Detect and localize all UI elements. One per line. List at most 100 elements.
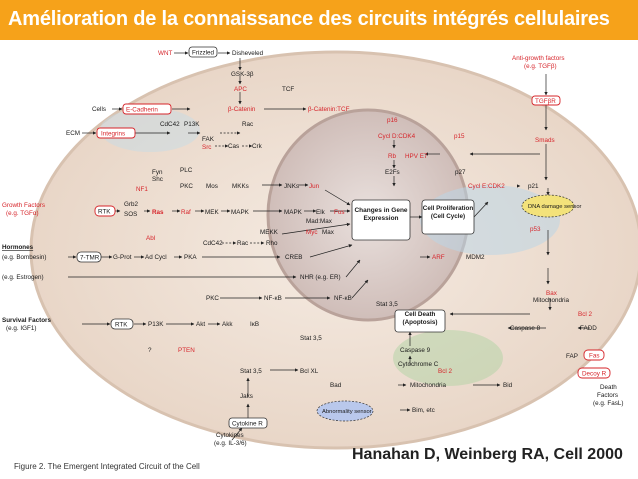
node-pkc-mid: PKC [180, 183, 193, 190]
node-rac-mid: Rac [237, 240, 248, 247]
node-survival-eg: (e.g. IGF1) [6, 325, 36, 332]
node-mapk: MAPK [231, 209, 250, 216]
node-myc: Myc [306, 229, 318, 236]
node-p27: p27 [455, 169, 466, 176]
node-celldeath-box [394, 309, 446, 333]
node-nf1: NF1 [136, 186, 148, 193]
node-tmr: 7-TMR [80, 255, 100, 262]
node-decoyr: Decoy R [582, 371, 607, 378]
node-cellprolif: Cell Proliferation (Cell Cycle) [422, 205, 474, 220]
node-bclxl: Bcl XL [300, 368, 319, 375]
node-bcl2-low: Bcl 2 [438, 368, 452, 375]
slide-title: Amélioration de la connaissance des circ… [8, 8, 610, 30]
node-fap: FAP [566, 353, 578, 360]
node-cells: Cells [92, 106, 106, 113]
node-disheveled: Disheveled [232, 50, 264, 57]
node-bcatenin: β-Catenin [228, 106, 256, 113]
node-abl: Abl [146, 235, 155, 242]
node-fasl: (e.g. FasL) [593, 400, 623, 407]
node-cytokines: Cytokines [216, 432, 244, 439]
node-hormones: Hormones [2, 244, 34, 251]
node-madmax: Mad:Max [306, 218, 333, 225]
node-ras: Ras [152, 209, 164, 216]
node-growth: Growth Factors [2, 202, 45, 209]
node-fas: Fas [589, 353, 600, 360]
node-rtk2: RTK [115, 322, 128, 329]
node-pten: PTEN [178, 347, 195, 354]
node-p13k-top: P13K [184, 121, 200, 128]
node-smads: Smads [535, 137, 555, 144]
node-abnormality-bg [316, 400, 374, 422]
node-mito-low: Mitochondria [410, 382, 447, 389]
node-mapk2: MAPK [284, 209, 303, 216]
node-elk: Elk [316, 209, 326, 216]
figure-caption: Figure 2. The Emergent Integrated Circui… [14, 462, 200, 471]
node-mekk: MEKK [260, 229, 279, 236]
node-bad: Bad [330, 382, 342, 389]
node-stat35-c: Stat 3,5 [240, 368, 262, 375]
node-stat35-a: Stat 3,5 [376, 301, 398, 308]
node-max: Max [322, 229, 335, 236]
node-nfkb2: NF-κB [334, 295, 352, 302]
node-grb2: Grb2 [124, 201, 138, 208]
node-akt: Akt [196, 321, 205, 328]
node-growth-eg: (e.g. TGFα) [6, 210, 39, 217]
node-gprot: G-Prot [113, 254, 132, 261]
node-tcf-top: TCF [282, 86, 294, 93]
node-raf: Raf [181, 209, 191, 216]
node-cytokines-eg: (e.g. IL-3/6) [214, 440, 247, 447]
node-rtk2-box [110, 318, 134, 330]
node-p21: p21 [528, 183, 539, 190]
node-abnormality: Abnormality sensor [322, 409, 372, 415]
node-rtk1: RTK [98, 209, 111, 216]
node-antigrowth-eg: (e.g. TGFβ) [524, 63, 557, 70]
node-ecadherin: E-Cadherin [126, 107, 158, 114]
node-fak: FAK [202, 136, 215, 143]
node-mek: MEK [205, 209, 219, 216]
node-src: Src [202, 144, 211, 151]
node-integrins: Integrins [101, 131, 125, 138]
connections [68, 51, 602, 441]
node-rac-top: Rac [242, 121, 253, 128]
node-q: ? [148, 347, 152, 354]
node-ecadherin-box [122, 103, 172, 115]
node-estrogen: (e.g. Estrogen) [2, 274, 44, 281]
node-p15: p15 [454, 133, 465, 140]
node-bid: Bid [503, 382, 513, 389]
node-hpv: HPV E7 [405, 153, 428, 160]
node-frizzled-box [188, 46, 218, 58]
node-caspase9: Caspase 9 [400, 347, 431, 354]
node-frizzled: Frizzled [192, 50, 215, 57]
node-creb: CREB [285, 254, 303, 261]
node-cdc42-mid: CdC42 [203, 240, 223, 247]
node-bcl2-right: Bcl 2 [578, 311, 592, 318]
node-cytokiner-box [228, 417, 268, 429]
node-bcatenin-tcf: β-Catenin:TCF [308, 106, 350, 113]
node-pkc-low: PKC [206, 295, 219, 302]
node-plc: PLC [180, 167, 193, 174]
node-dna-damage: DNA damage sensor [528, 204, 582, 210]
node-fyn: Fyn [152, 169, 163, 176]
node-e2fs: E2Fs [385, 169, 400, 176]
node-wnt: WNT [158, 50, 172, 57]
node-arf: ARF [432, 254, 445, 261]
node-stat35-b: Stat 3,5 [300, 335, 322, 342]
node-jun: Jun [309, 183, 320, 190]
node-cytokiner: Cytokine R [232, 421, 263, 428]
node-mdm2: MDM2 [466, 254, 485, 261]
node-mkks: MKKs [232, 183, 249, 190]
node-nhr: NHR (e.g. ER) [300, 274, 341, 281]
organelle-green [393, 330, 503, 386]
title-banner: Amélioration de la connaissance des circ… [0, 0, 638, 40]
node-sos: SOS [124, 211, 137, 218]
node-fas-box [583, 349, 605, 361]
node-crk: Crk [252, 143, 263, 150]
organelle-blue-2 [100, 108, 200, 152]
node-akk: Akk [222, 321, 233, 328]
node-fadd: FADD [580, 325, 597, 332]
node-rtk1-box [94, 205, 116, 217]
node-cycd: Cycl D:CDK4 [378, 133, 416, 140]
node-cas: Cas [228, 143, 239, 150]
node-rho: Rho [266, 240, 278, 247]
node-tgfbr: TGFβR [535, 98, 556, 105]
